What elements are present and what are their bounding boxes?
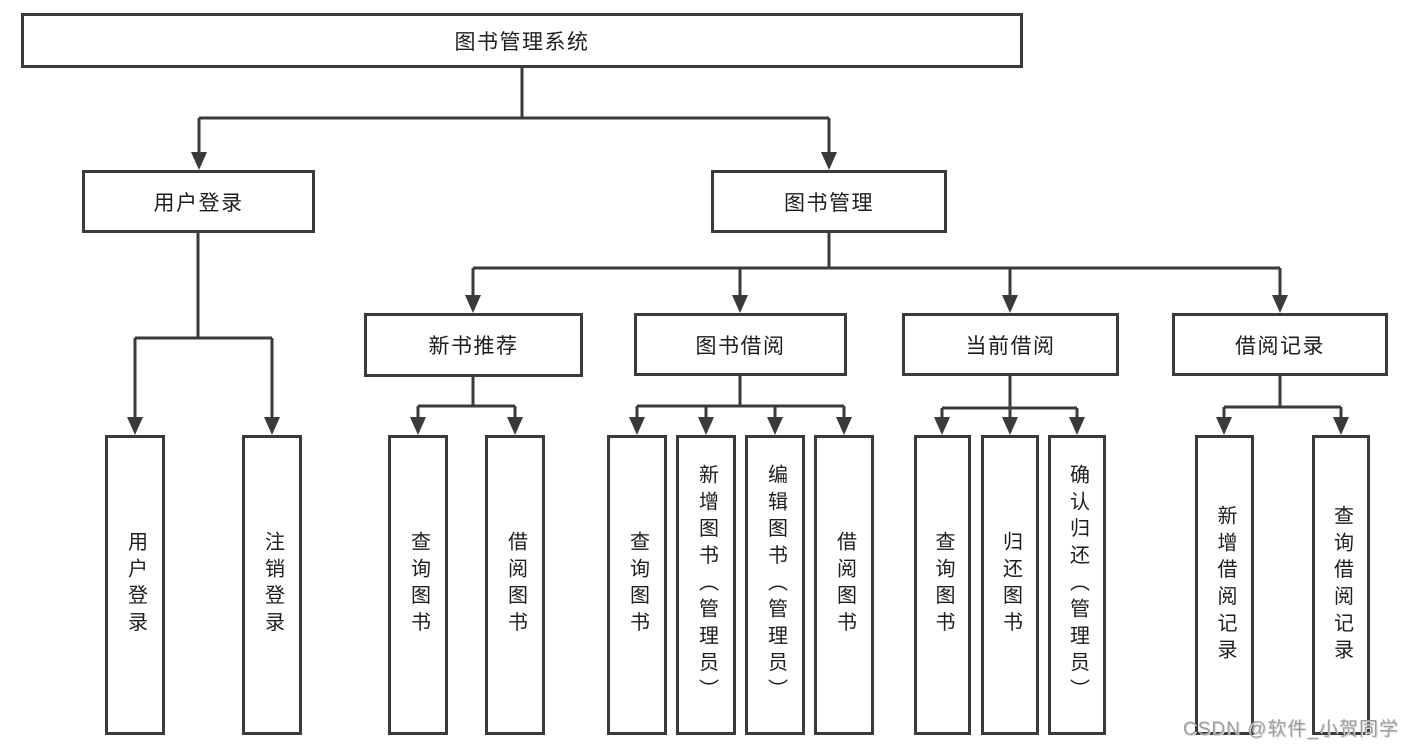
leaf-query-books-borrow-label: 查询图书 [626,531,649,639]
node-root-library-system: 图书管理系统 [21,13,1023,68]
node-new-book-recommend: 新书推荐 [364,313,583,377]
leaf-add-borrow-record: 新增借阅记录 [1195,435,1254,735]
node-root-label: 图书管理系统 [454,30,590,54]
leaf-logout: 注销登录 [242,435,302,735]
leaf-borrow-books: 借阅图书 [814,435,874,735]
leaf-add-books-admin: 新增图书（管理员） [676,435,736,735]
node-user-login: 用户登录 [82,170,315,233]
leaf-query-books-current: 查询图书 [914,435,971,735]
leaf-user-login-label: 用户登录 [124,531,147,639]
node-current-borrow-label: 当前借阅 [965,334,1056,358]
node-current-borrow: 当前借阅 [902,313,1119,376]
leaf-query-borrow-record: 查询借阅记录 [1312,435,1370,735]
leaf-add-books-admin-label: 新增图书（管理员） [695,464,718,706]
leaf-confirm-return-admin-label: 确认归还（管理员） [1066,464,1089,706]
node-book-management-label: 图书管理 [784,191,874,215]
node-book-borrow-label: 图书借阅 [695,334,786,358]
leaf-confirm-return-admin: 确认归还（管理员） [1048,435,1106,735]
node-user-login-label: 用户登录 [153,191,244,215]
node-borrow-record-label: 借阅记录 [1235,334,1325,358]
leaf-return-books: 归还图书 [981,435,1039,735]
leaf-borrow-books-recommend-label: 借阅图书 [504,531,527,639]
arrowheads [127,152,1349,435]
leaf-query-books-recommend: 查询图书 [388,435,448,735]
leaf-add-borrow-record-label: 新增借阅记录 [1214,504,1236,666]
node-book-borrow: 图书借阅 [634,313,847,376]
leaf-query-books-borrow: 查询图书 [607,435,667,735]
csdn-watermark: CSDN @软件_小贺同学 [1183,719,1399,740]
leaf-query-books-current-label: 查询图书 [932,531,954,639]
leaf-edit-books-admin: 编辑图书（管理员） [745,435,805,735]
leaf-edit-books-admin-label: 编辑图书（管理员） [764,464,787,706]
leaf-user-login: 用户登录 [105,435,165,735]
node-new-book-recommend-label: 新书推荐 [428,335,519,358]
leaf-query-borrow-record-label: 查询借阅记录 [1330,504,1353,666]
leaf-logout-label: 注销登录 [261,531,284,639]
leaf-borrow-books-recommend: 借阅图书 [485,435,545,735]
node-book-management: 图书管理 [711,170,947,233]
leaf-query-books-recommend-label: 查询图书 [407,531,430,639]
leaf-borrow-books-label: 借阅图书 [833,531,856,639]
leaf-return-books-label: 归还图书 [999,531,1022,639]
node-borrow-record: 借阅记录 [1172,313,1388,376]
